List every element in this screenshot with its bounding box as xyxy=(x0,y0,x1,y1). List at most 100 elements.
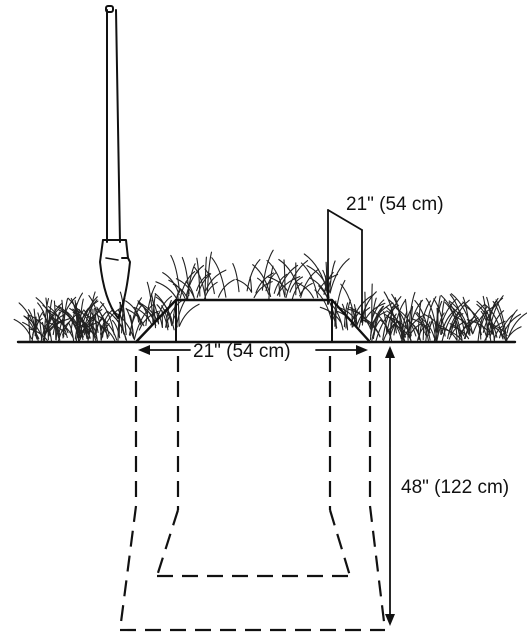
grass-blade xyxy=(88,295,102,335)
grass-blade xyxy=(329,260,336,294)
grass-blade xyxy=(235,278,252,293)
grass-blade xyxy=(145,284,156,327)
grass-blade xyxy=(317,273,339,293)
grass-blade xyxy=(117,309,125,335)
grass-blade xyxy=(31,319,38,342)
dimension-plane xyxy=(327,209,363,323)
grass-blade xyxy=(508,312,527,337)
grass-blade xyxy=(472,305,495,334)
bottom-width-label: 21" (54 cm) xyxy=(193,341,291,362)
grass-blade xyxy=(303,253,328,293)
grass-blade xyxy=(42,304,61,336)
grass-blade xyxy=(448,321,466,340)
grass-blade xyxy=(369,299,385,327)
grass-blade xyxy=(133,306,153,326)
grass-blade xyxy=(433,300,443,342)
grass-blade xyxy=(40,315,54,342)
grass-blade xyxy=(204,256,207,296)
grass-blade xyxy=(266,276,289,292)
hole-opening xyxy=(134,298,372,344)
grass-blade xyxy=(155,296,173,321)
grass-blade xyxy=(79,319,94,340)
grass-blade xyxy=(78,321,81,340)
grass-blade xyxy=(408,323,422,338)
grass-blade xyxy=(75,307,90,342)
grass-blade xyxy=(495,299,508,342)
grass-blade xyxy=(418,300,431,340)
grass-blade xyxy=(125,308,145,327)
grass-blade xyxy=(67,297,88,340)
grass-blade xyxy=(49,316,74,339)
grass-blade xyxy=(99,301,115,336)
grass-blade xyxy=(335,309,337,330)
grass-blade xyxy=(447,310,461,340)
grass-blade xyxy=(450,299,470,336)
grass-blade xyxy=(454,320,458,341)
grass-blade xyxy=(94,307,97,334)
grass-blade xyxy=(477,306,488,342)
grass-blade xyxy=(22,321,40,340)
grass-blade xyxy=(440,294,461,337)
grass-blade xyxy=(128,303,144,336)
grass-blade xyxy=(119,301,127,336)
grass-blade xyxy=(76,316,97,342)
grass-blade xyxy=(278,258,301,295)
shovel-icon xyxy=(99,5,131,319)
grass-blade xyxy=(289,276,304,293)
grass-blade xyxy=(488,295,504,335)
grass-blade xyxy=(99,309,113,335)
grass-blade xyxy=(261,249,274,291)
grass-blade xyxy=(369,302,394,330)
grass-blade xyxy=(441,302,464,343)
grass-blade xyxy=(283,259,286,296)
grass-blade xyxy=(291,282,303,301)
grass-blade xyxy=(415,312,425,334)
grass-blade xyxy=(407,320,420,334)
grass-blade xyxy=(416,311,429,342)
grass-blade xyxy=(277,264,299,296)
grass-blade xyxy=(299,282,313,297)
grass-blade xyxy=(484,320,506,342)
grass-blade xyxy=(86,314,109,338)
grass-blade xyxy=(343,302,349,328)
grass-blade xyxy=(113,316,127,341)
depth-dimension xyxy=(385,346,395,626)
grass-blade xyxy=(155,281,178,301)
grass-blade xyxy=(483,303,504,340)
grass-blade xyxy=(300,268,320,299)
grass-blade xyxy=(256,277,270,295)
grass-blade xyxy=(151,299,160,325)
grass-blade xyxy=(232,263,240,293)
grass-blade xyxy=(93,318,104,336)
depth-label: 48" (122 cm) xyxy=(401,477,509,498)
grass-blade xyxy=(27,309,37,333)
grass-blade xyxy=(217,279,235,298)
grass-blade xyxy=(389,306,393,338)
grass-blade xyxy=(75,302,80,342)
grass-blade xyxy=(177,294,180,327)
grass-blade xyxy=(429,314,437,342)
grass-blade xyxy=(448,301,463,342)
grass-blade xyxy=(450,293,474,335)
grass-blade xyxy=(464,305,487,337)
grass-blade xyxy=(53,300,57,341)
grass-blade xyxy=(88,291,96,335)
grass-blade xyxy=(388,316,412,336)
grass-blade xyxy=(358,291,377,328)
grass-blade xyxy=(505,326,522,342)
grass-blade xyxy=(285,260,309,299)
grass-blade xyxy=(489,310,505,339)
grass-blade xyxy=(373,310,393,342)
grass-blade xyxy=(506,309,518,334)
grass-blade xyxy=(462,296,471,336)
grass-blade xyxy=(205,269,227,291)
grass-blade xyxy=(47,299,53,337)
grass-blade xyxy=(97,314,118,341)
grass-blade xyxy=(179,271,196,299)
grass-blade xyxy=(266,259,286,298)
grass-blade xyxy=(55,305,79,335)
grass-blade xyxy=(37,312,43,341)
hole-body-dashed xyxy=(118,356,387,632)
grass-blade xyxy=(294,281,314,299)
